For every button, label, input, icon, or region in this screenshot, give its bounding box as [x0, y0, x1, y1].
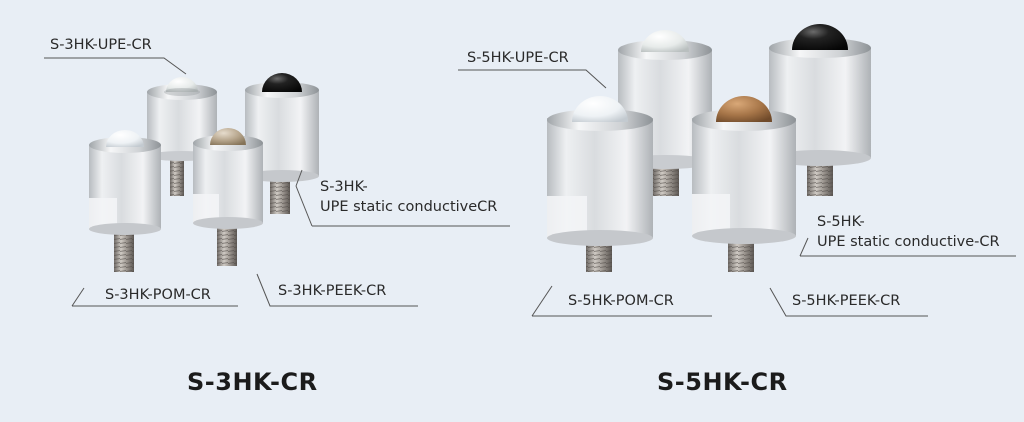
label-5hk-upe: S-5HK-UPE-CR: [467, 50, 569, 66]
group-title-3hk: S-3HK-CR: [187, 368, 318, 396]
ball-transfer-5hk-pom: [547, 96, 653, 272]
leader-lines-5hk: [458, 69, 1016, 317]
label-5hk-static-line1: S-5HK-: [817, 214, 865, 230]
label-3hk-pom: S-3HK-POM-CR: [105, 287, 211, 303]
label-3hk-upe: S-3HK-UPE-CR: [50, 37, 152, 53]
label-3hk-peek: S-3HK-PEEK-CR: [278, 283, 387, 299]
ball-transfer-3hk-pom: [89, 130, 161, 272]
leader-lines-3hk: [44, 57, 510, 307]
label-3hk-static-line1: S-3HK-: [320, 179, 368, 195]
ball-transfer-5hk-peek: [692, 96, 796, 272]
label-3hk-static-line2: UPE static conductiveCR: [320, 199, 498, 215]
ball-transfer-3hk-peek: [193, 128, 263, 266]
label-5hk-pom: S-5HK-POM-CR: [568, 293, 674, 309]
label-5hk-peek: S-5HK-PEEK-CR: [792, 293, 901, 309]
group-title-5hk: S-5HK-CR: [657, 368, 788, 396]
label-5hk-static-line2: UPE static conductive-CR: [817, 234, 1000, 250]
